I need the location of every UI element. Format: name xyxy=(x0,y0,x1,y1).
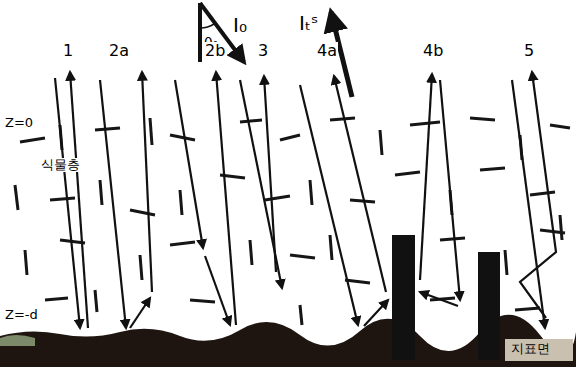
angle-arc xyxy=(200,24,214,28)
leaf xyxy=(480,168,505,170)
ray xyxy=(55,78,80,328)
leaf xyxy=(330,235,332,260)
leaf xyxy=(560,215,562,240)
ray xyxy=(142,72,152,292)
leaf xyxy=(95,128,120,130)
leaf xyxy=(265,196,290,200)
callout-number: 3 xyxy=(257,42,269,60)
leaf xyxy=(190,300,215,302)
ray xyxy=(130,298,150,328)
ray xyxy=(420,292,458,306)
beam-symbol: Iₜˢ xyxy=(298,12,319,34)
leaf xyxy=(170,135,195,140)
callout-number: 5 xyxy=(523,42,535,60)
leaf xyxy=(550,125,570,128)
normal-line xyxy=(198,3,202,62)
callout-number: 2a xyxy=(108,42,130,60)
leaf xyxy=(150,118,152,145)
leaf xyxy=(380,130,382,155)
leaf xyxy=(395,172,420,175)
ray xyxy=(300,85,358,325)
leaf xyxy=(130,210,155,215)
ray xyxy=(216,72,236,325)
leaf xyxy=(170,242,195,245)
ground-patch xyxy=(505,339,573,361)
leaf xyxy=(50,198,75,200)
ray-paths xyxy=(55,72,556,328)
callout-number: 4a xyxy=(316,42,338,60)
beam-symbol: I₀ xyxy=(232,14,248,36)
leaf xyxy=(515,308,540,310)
layer-label: 식물층 xyxy=(40,158,81,172)
leaf xyxy=(95,290,97,312)
leaf xyxy=(505,250,507,275)
callout-number: 1 xyxy=(62,42,74,60)
trunk xyxy=(478,252,500,360)
ray xyxy=(520,72,556,318)
leaf xyxy=(250,240,252,265)
leaf xyxy=(410,122,440,125)
leaf xyxy=(350,200,375,202)
leaf xyxy=(300,305,302,325)
leaf xyxy=(310,180,312,205)
ray xyxy=(440,80,460,300)
depth-label: Z=0 xyxy=(4,116,34,130)
ray xyxy=(364,300,388,326)
trunk xyxy=(392,235,415,360)
ground-patch xyxy=(0,335,35,346)
leaf xyxy=(440,238,465,240)
ray xyxy=(175,80,203,248)
leaf xyxy=(100,180,102,205)
ray xyxy=(205,256,230,325)
leaf xyxy=(25,250,27,275)
leaf xyxy=(290,255,315,258)
layer-label: 지표면 xyxy=(510,342,551,356)
ray xyxy=(70,72,88,328)
leaf xyxy=(280,135,300,140)
leaf xyxy=(15,185,18,210)
leaf xyxy=(140,255,142,280)
depth-label: Z=-d xyxy=(4,308,39,322)
vegetation-layer xyxy=(15,118,570,325)
ray xyxy=(334,76,386,292)
leaf xyxy=(45,298,68,300)
ray xyxy=(264,76,276,272)
callout-number: 2b xyxy=(204,42,226,60)
ray xyxy=(420,74,432,280)
ray xyxy=(100,80,126,328)
callout-number: 4b xyxy=(422,42,444,60)
beam-geometry xyxy=(200,3,352,97)
leaf xyxy=(240,120,262,122)
leaf xyxy=(470,118,495,120)
leaf xyxy=(530,192,555,195)
leaf xyxy=(330,118,355,120)
leaf xyxy=(180,190,182,215)
leaf xyxy=(20,138,45,142)
ray xyxy=(512,80,545,328)
